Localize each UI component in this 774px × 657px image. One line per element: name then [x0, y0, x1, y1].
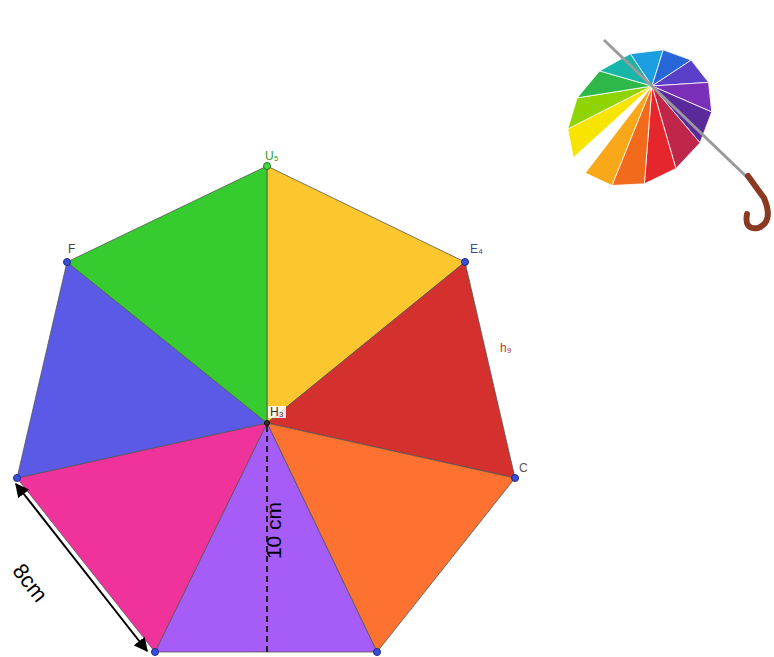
- umbrella-handle: [746, 176, 767, 228]
- vertex-label: E₄: [470, 243, 483, 255]
- vertex-dot: [264, 163, 271, 170]
- vertex-dot: [462, 259, 469, 266]
- vertex-dot: [64, 259, 71, 266]
- umbrella-panel: [652, 60, 709, 86]
- vertex-label: C: [519, 462, 528, 474]
- umbrella-picture: [568, 40, 768, 228]
- vertex-dot: [14, 475, 21, 482]
- vertex-dot: [152, 649, 159, 656]
- vertex-label: U₅: [265, 150, 279, 162]
- umbrella-panel: [585, 86, 652, 185]
- side-dimension-arrow: [16, 484, 147, 651]
- vertex-label: F: [68, 243, 75, 255]
- center-dot: [265, 421, 270, 426]
- vertex-dot: [512, 475, 519, 482]
- side-label: h₉: [500, 342, 511, 354]
- dimension-label: 8cm: [9, 560, 52, 606]
- green-triangle: [67, 166, 267, 423]
- vertex-dot: [374, 649, 381, 656]
- umbrella-shaft: [604, 40, 752, 182]
- center-label: H₃: [268, 406, 286, 418]
- dimension-label: 10 cm: [264, 501, 285, 558]
